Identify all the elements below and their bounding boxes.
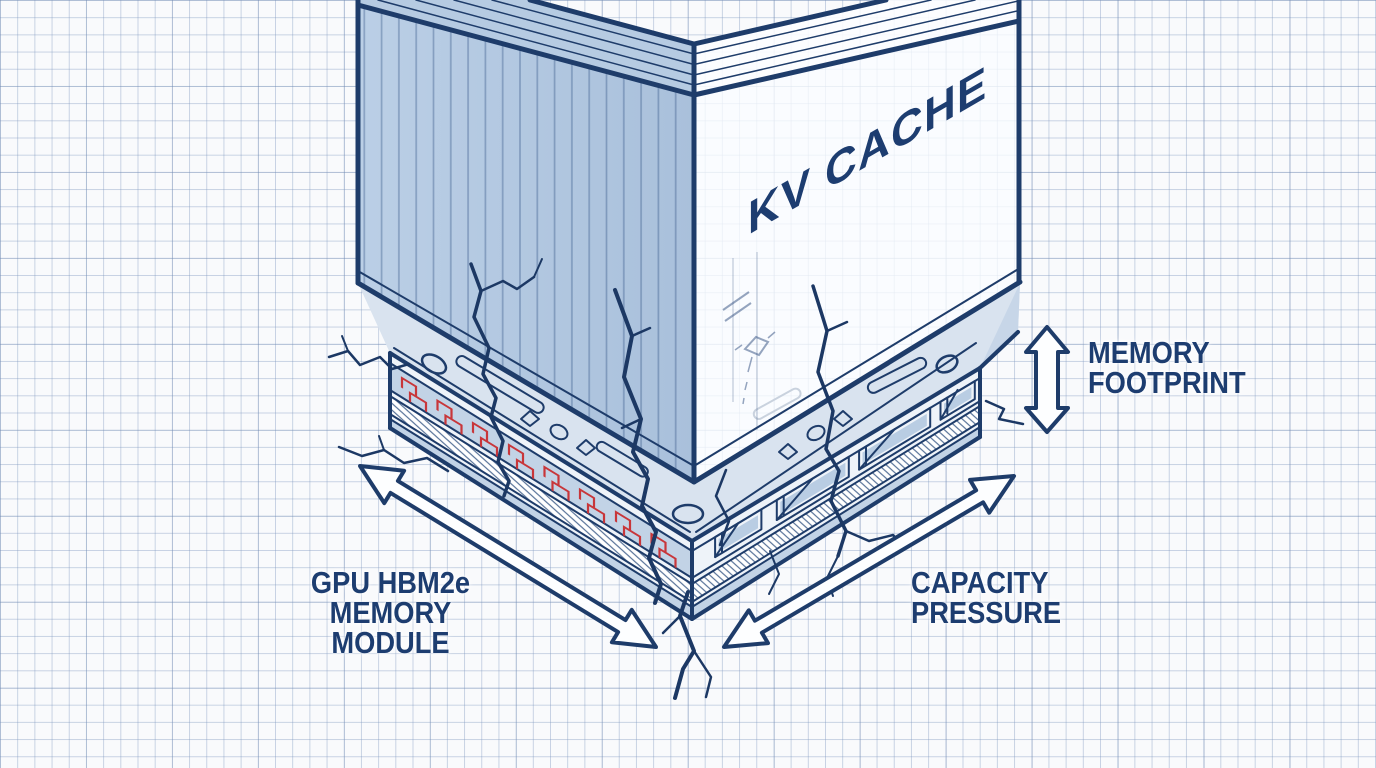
box-right-face <box>694 21 1019 482</box>
module-socket-windows <box>714 380 976 559</box>
box-outline <box>355 0 1023 485</box>
module-top-right-sliver <box>980 283 1020 368</box>
capacity-pressure-label: CAPACITY PRESSURE <box>911 565 1062 630</box>
module-span-arrow-icon <box>358 464 658 649</box>
module-circuit-traces <box>400 376 677 569</box>
memory-module <box>358 282 1020 621</box>
gpu-module-label: GPU HBM2e MEMORY MODULE <box>283 565 499 660</box>
capacity-pressure-arrow-icon <box>722 474 1016 649</box>
memory-footprint-line2: FOOTPRINT <box>1088 365 1246 400</box>
sketch-marks <box>722 252 776 430</box>
memory-footprint-label: MEMORY FOOTPRINT <box>1088 335 1246 400</box>
gpu-module-line2: MEMORY <box>329 595 452 630</box>
memory-footprint-line1: MEMORY <box>1088 335 1210 370</box>
capacity-pressure-line1: CAPACITY <box>911 565 1049 600</box>
memory-footprint-arrow-icon <box>1024 325 1070 434</box>
gpu-module-line3: MODULE <box>331 625 450 660</box>
capacity-pressure-line2: PRESSURE <box>911 595 1062 630</box>
gpu-module-line1: GPU HBM2e <box>310 565 471 600</box>
box-rim-lines <box>377 0 1020 86</box>
module-top-details <box>393 342 977 533</box>
module-top-surface <box>358 282 1020 541</box>
kv-cache-box <box>355 0 1023 485</box>
